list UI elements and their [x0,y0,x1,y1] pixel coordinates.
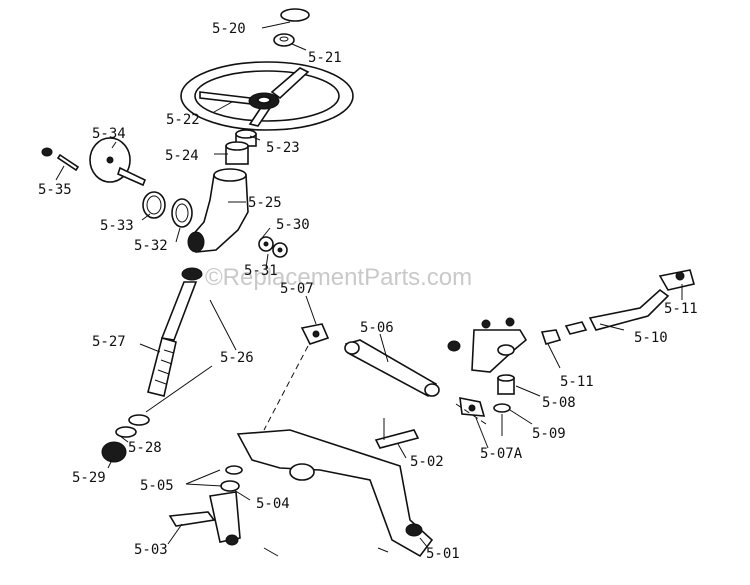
label-5-07: 5-07 [280,281,314,297]
steering-shaft [101,267,203,463]
label-5-31: 5-31 [244,263,278,279]
seal-ring [171,198,193,228]
cotter-pin [263,547,389,557]
label-5-04: 5-04 [256,496,290,512]
bolt-small [56,153,80,172]
label-5-34: 5-34 [92,126,126,142]
label-5-26: 5-26 [220,350,254,366]
label-5-21: 5-21 [308,50,342,66]
label-5-27: 5-27 [92,334,126,350]
watermark: ©ReplacementParts.com [205,264,472,291]
alignment-line [263,345,309,431]
gasket-ring [142,191,166,219]
label-5-09: 5-09 [532,426,566,442]
label-5-01: 5-01 [426,546,460,562]
label-5-02: 5-02 [410,454,444,470]
mounting-plate [89,137,147,187]
drag-link [344,339,440,398]
steering-column-housing [187,168,249,253]
label-5-23: 5-23 [266,140,300,156]
washer-pair [258,236,288,258]
steering-wheel [180,61,354,131]
label-5-06: 5-06 [360,320,394,336]
nut-small [41,147,53,157]
front-axle [236,429,434,558]
label-5-29: 5-29 [72,470,106,486]
label-5-10: 5-10 [634,330,668,346]
label-5-32: 5-32 [134,238,168,254]
column-bushing [225,141,249,165]
label-5-11-upper: 5-11 [664,301,698,317]
nut-part [273,33,295,47]
spindle-left [168,491,241,546]
tie-rod [588,269,696,331]
label-5-25: 5-25 [248,195,282,211]
label-5-30: 5-30 [276,217,310,233]
steering-arm [447,317,528,373]
drag-link-end [300,323,330,345]
leader-lines [55,21,683,549]
label-5-07A: 5-07A [480,446,523,462]
label-5-33: 5-33 [100,218,134,234]
label-5-11-lower: 5-11 [560,374,594,390]
pivot-pin [374,418,420,449]
label-5-35: 5-35 [38,182,72,198]
label-5-24: 5-24 [165,148,199,164]
label-5-03: 5-03 [134,542,168,558]
label-5-08: 5-08 [542,395,576,411]
label-5-20: 5-20 [212,21,246,37]
cap-part [280,8,310,22]
label-5-05: 5-05 [140,478,174,494]
drag-link-end-a [459,396,486,417]
alignment-line [455,403,487,425]
label-5-28: 5-28 [128,440,162,456]
tie-rod-end-pair [540,321,588,345]
label-5-22: 5-22 [166,112,200,128]
spindle-bushing [493,374,515,436]
